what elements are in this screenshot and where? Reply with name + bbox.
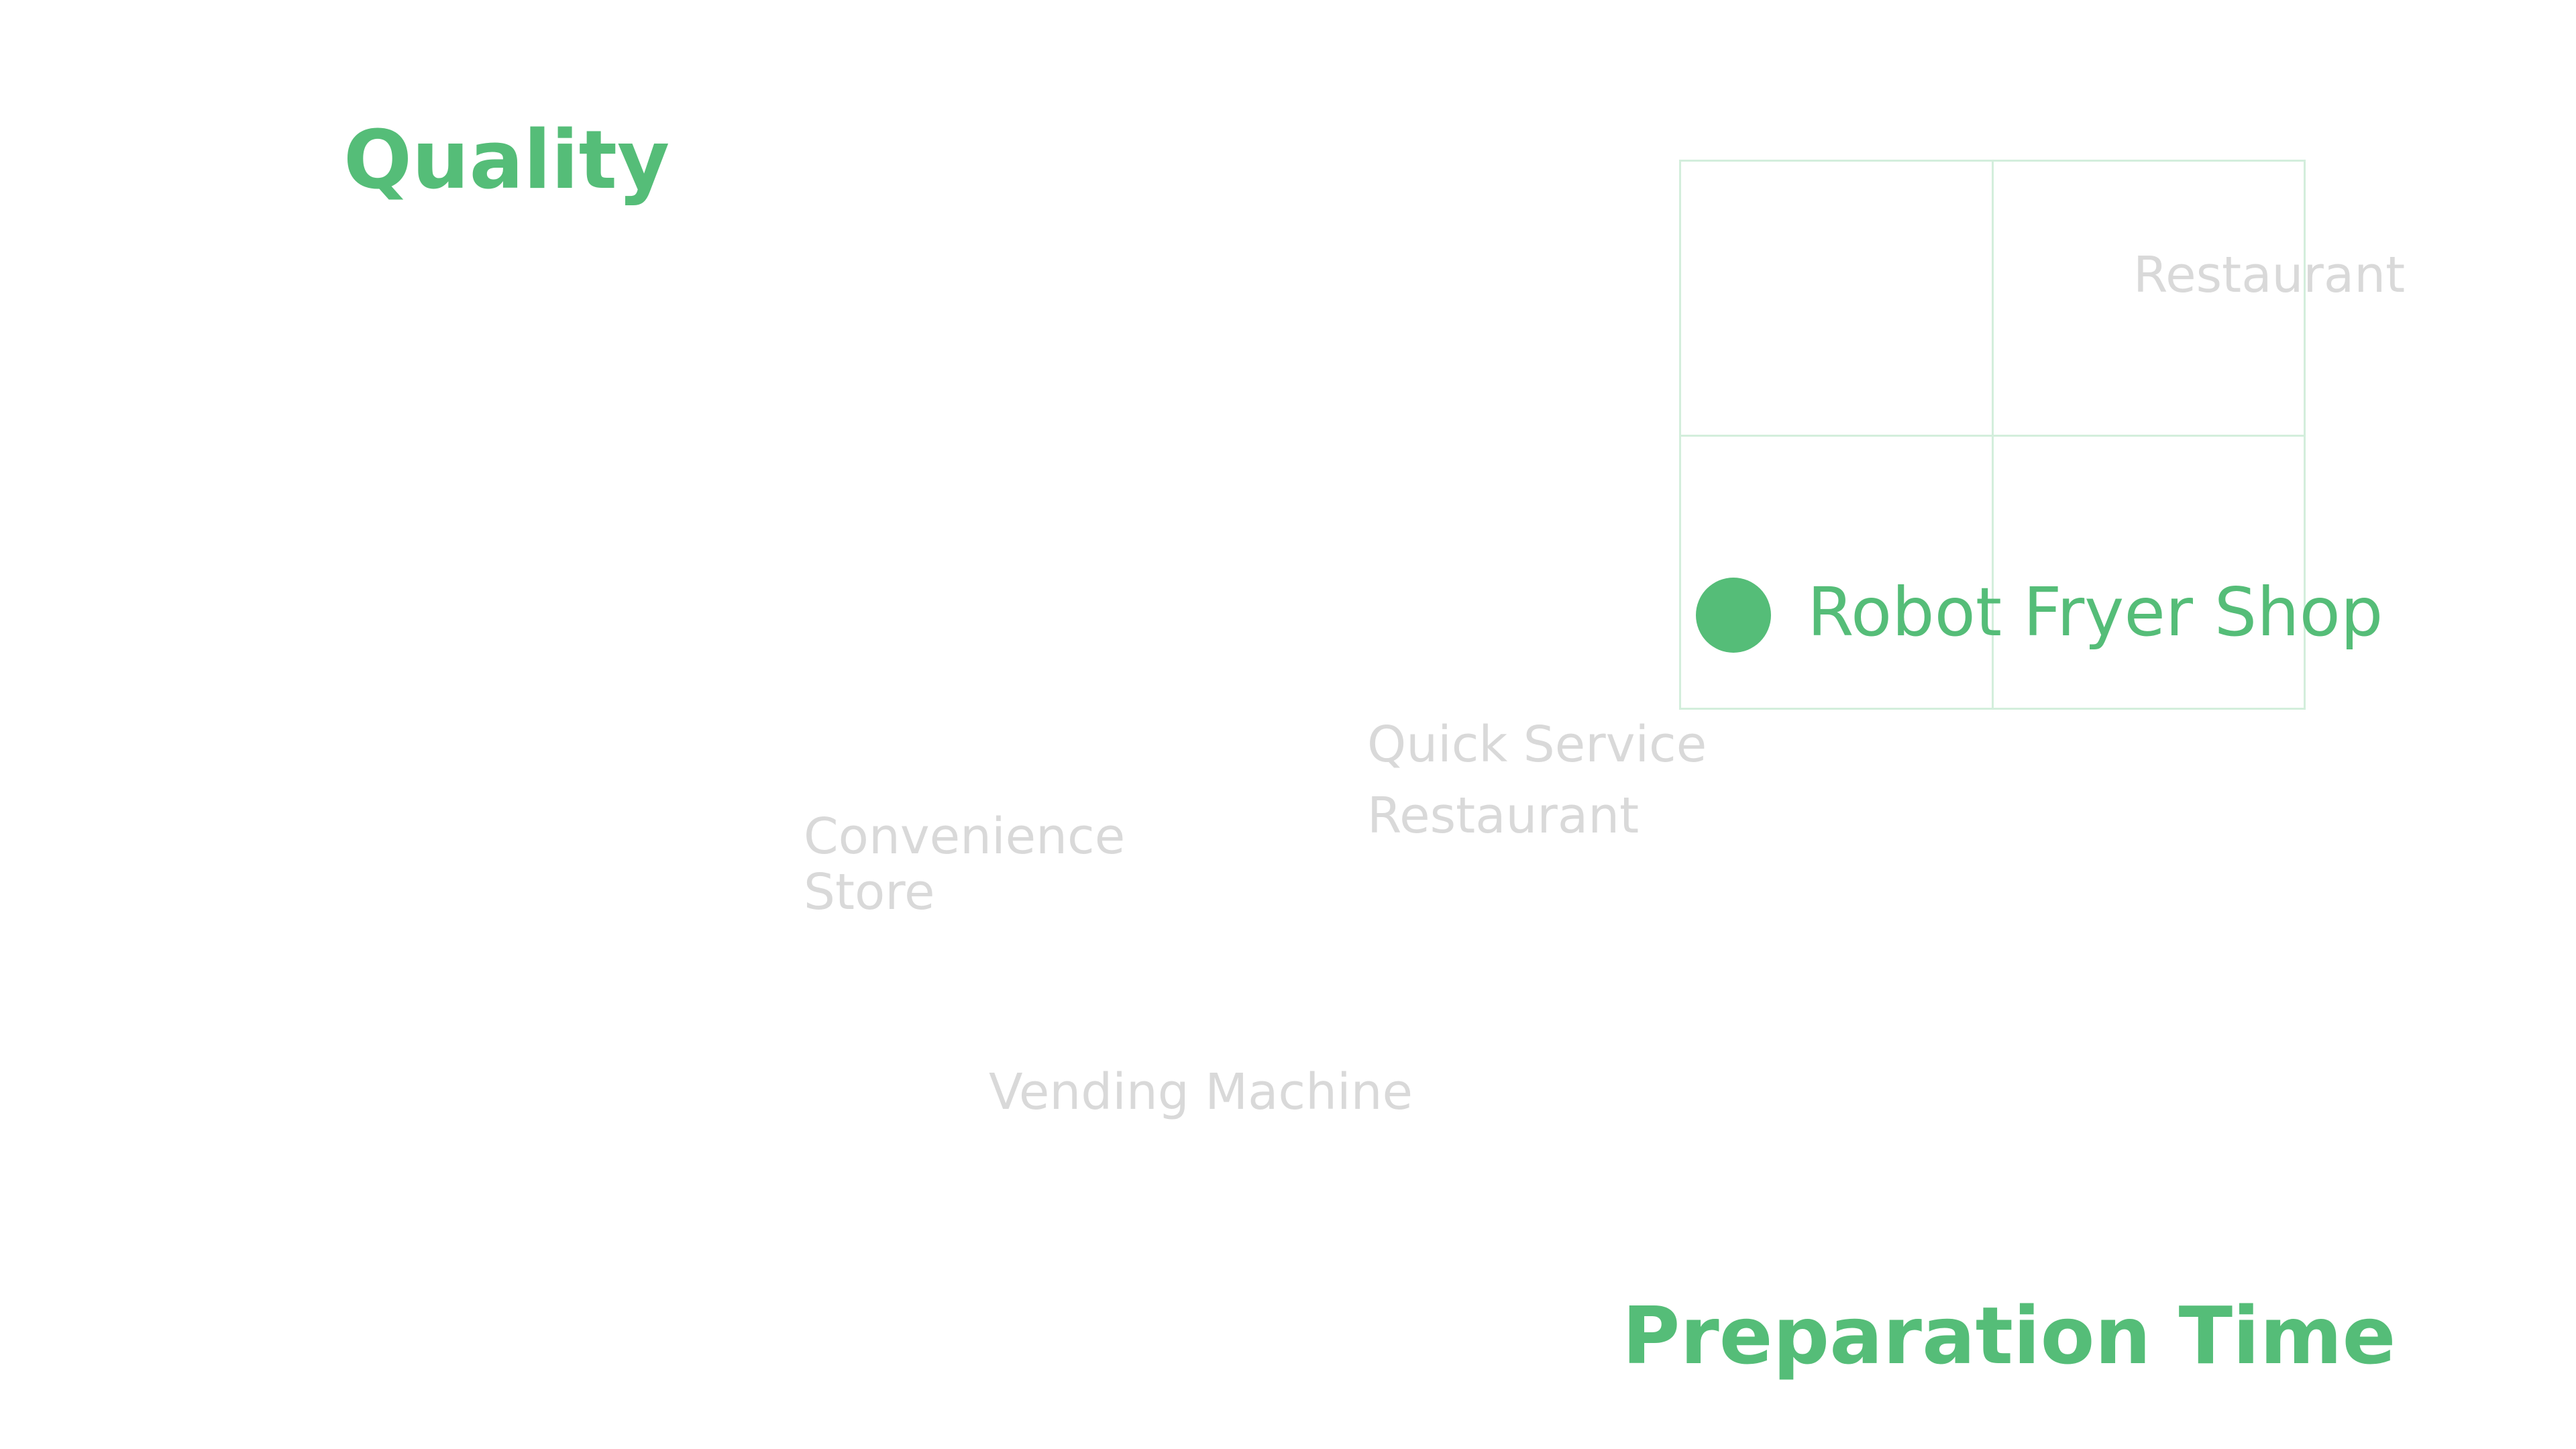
y-axis-title: Quality xyxy=(343,114,670,207)
grid-line-left xyxy=(1679,160,1681,710)
competitor-label-convenience-store: Convenience Store xyxy=(804,808,1126,921)
x-axis-title: Preparation Time xyxy=(1622,1289,2396,1382)
competitor-label-vending-machine: Vending Machine xyxy=(989,1063,1413,1121)
competitor-label-quick-service-restaurant: Quick Service Restaurant xyxy=(1367,716,1707,845)
focus-label-robot-fryer-shop: Robot Fryer Shop xyxy=(1807,573,2383,651)
grid-line-right xyxy=(2304,160,2306,710)
quadrant-grid xyxy=(1679,160,2306,710)
competitor-label-restaurant: Restaurant xyxy=(2133,246,2406,304)
grid-line-middle-vertical xyxy=(1992,160,1994,710)
focus-marker-circle-icon xyxy=(1696,578,1771,653)
